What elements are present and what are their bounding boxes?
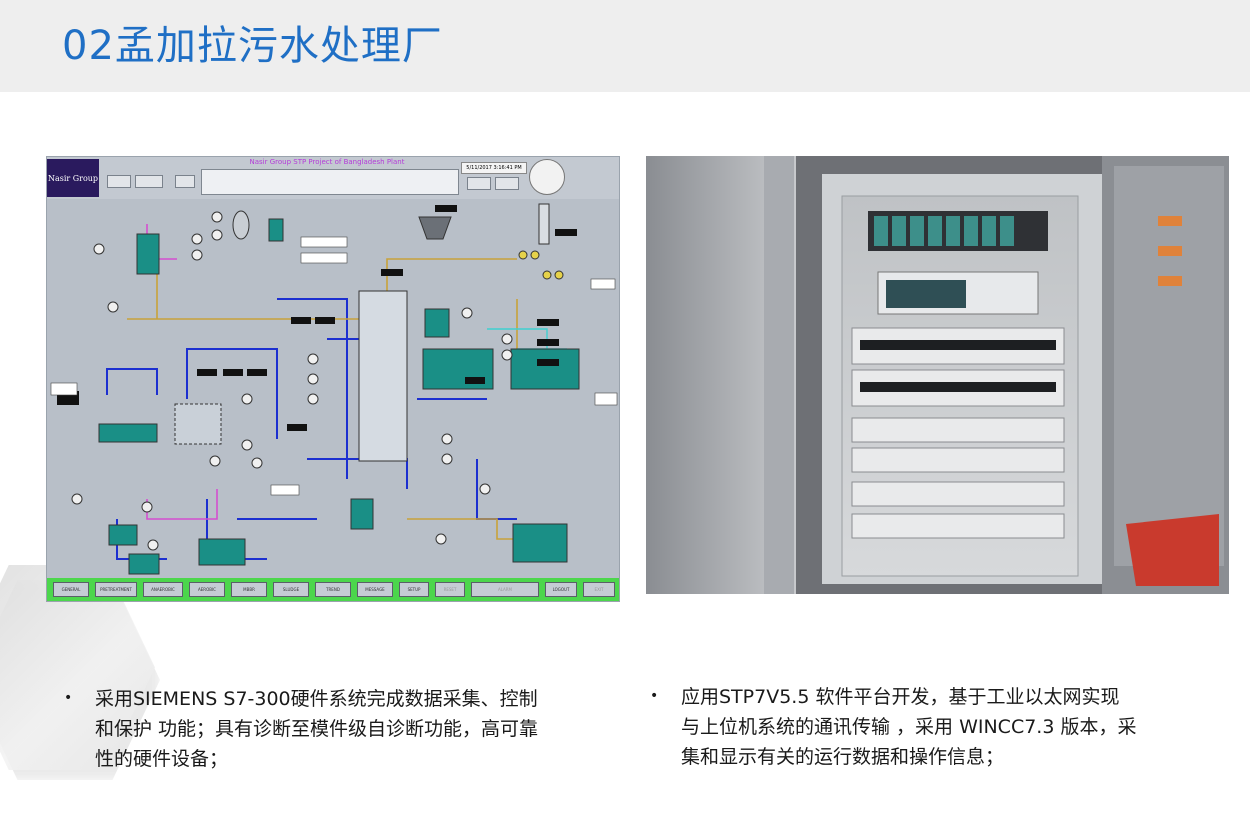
bullet-left-line: 采用SIEMENS S7-300硬件系统完成数据采集、控制 <box>95 688 538 710</box>
scada-footer-button: SLUDGE <box>273 582 309 597</box>
scada-footer-button: ALARM <box>471 582 539 597</box>
scada-footer-button: MESSAGE <box>357 582 393 597</box>
scada-footer-button: GENERAL <box>53 582 89 597</box>
scada-footer-button: LOGOUT <box>545 582 577 597</box>
scada-date: 5/11/2017 3:16:41 PM <box>461 162 527 174</box>
bullet-right-line: 与上位机系统的通讯传输 ，采用 WINCC7.3 版本，采 <box>681 716 1137 738</box>
scada-header-button <box>135 175 163 188</box>
scada-header-button <box>175 175 195 188</box>
scada-process-diagram <box>50 203 618 575</box>
control-cabinet-illustration <box>646 156 1229 594</box>
scada-header-button <box>495 177 519 190</box>
clock-icon <box>529 159 565 195</box>
scada-header-title: Nasir Group STP Project of Bangladesh Pl… <box>249 158 405 166</box>
control-cabinet-photo <box>646 156 1229 594</box>
bullet-marker: • <box>650 688 659 704</box>
scada-logo: Nasir Group <box>47 159 99 197</box>
scada-hmi-screenshot: Nasir Group Nasir Group STP Project of B… <box>46 156 620 602</box>
scada-footer-button: MBBR <box>231 582 267 597</box>
scada-footer-button: SETUP <box>399 582 429 597</box>
bullet-right: 应用STP7V5.5 软件平台开发，基于工业以太网实现 与上位机系统的通讯传输 … <box>681 682 1211 772</box>
scada-footer-nav: GENERAL PRETREATMENT ANAEROBIC AEROBIC M… <box>47 578 619 601</box>
bullet-marker: • <box>64 690 73 706</box>
title-bar <box>0 0 1250 92</box>
scada-footer-button: PRETREATMENT <box>95 582 137 597</box>
scada-header-button <box>107 175 131 188</box>
slide-title: 02孟加拉污水处理厂 <box>62 23 443 69</box>
scada-footer-button: AEROBIC <box>189 582 225 597</box>
scada-footer-button: RESET <box>435 582 465 597</box>
bullet-right-line: 应用STP7V5.5 软件平台开发，基于工业以太网实现 <box>681 686 1120 708</box>
scada-header-button <box>467 177 491 190</box>
bullet-left-line: 和保护 功能；具有诊断至模件级自诊断功能，高可靠 <box>95 718 539 740</box>
bullet-left: 采用SIEMENS S7-300硬件系统完成数据采集、控制 和保护 功能；具有诊… <box>95 684 615 774</box>
scada-alarm-table <box>201 169 459 195</box>
scada-footer-button: TREND <box>315 582 351 597</box>
scada-footer-button: ANAEROBIC <box>143 582 183 597</box>
scada-footer-button: EXIT <box>583 582 615 597</box>
bullet-right-line: 集和显示有关的运行数据和操作信息； <box>681 746 1005 768</box>
bullet-left-line: 性的硬件设备； <box>95 748 229 770</box>
